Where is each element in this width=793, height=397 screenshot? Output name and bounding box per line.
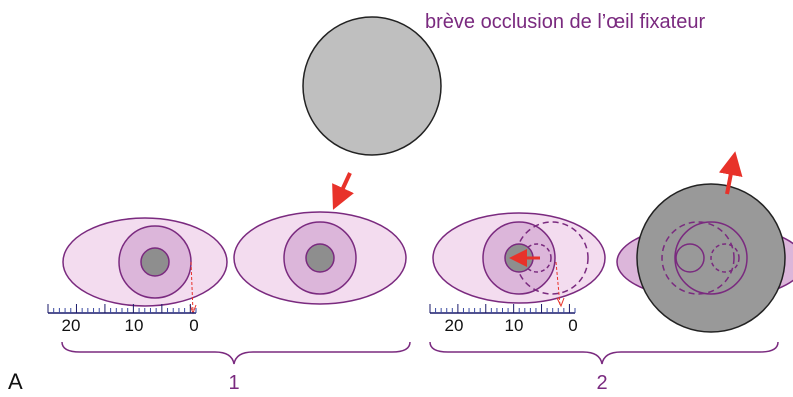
occlusion-arrow-down <box>338 173 350 199</box>
occluder-disc-top <box>303 17 441 155</box>
brace-group-1 <box>62 342 410 364</box>
eye-4-occluded-lifted <box>617 184 793 332</box>
pupil <box>306 244 334 272</box>
ruler-1-tick-20: 20 <box>62 316 81 335</box>
ruler-2-tick-0: 0 <box>568 316 577 335</box>
ruler-1-tick-0: 0 <box>189 316 198 335</box>
eye-3-refixating <box>433 213 605 306</box>
caption-text: brève occlusion de l’œil fixateur <box>425 11 705 33</box>
eye-1-deviated <box>63 218 227 313</box>
group-1-label: 1 <box>228 372 239 394</box>
ruler-2 <box>430 304 575 313</box>
ruler-1 <box>48 304 196 313</box>
eye-2-fixating <box>234 212 406 304</box>
brace-group-2 <box>430 342 778 364</box>
panel-label: A <box>8 369 23 394</box>
pupil <box>141 248 169 276</box>
ruler-1-tick-10: 10 <box>125 316 144 335</box>
ruler-2-tick-10: 10 <box>505 316 524 335</box>
group-2-label: 2 <box>596 372 607 394</box>
ruler-2-tick-20: 20 <box>445 316 464 335</box>
